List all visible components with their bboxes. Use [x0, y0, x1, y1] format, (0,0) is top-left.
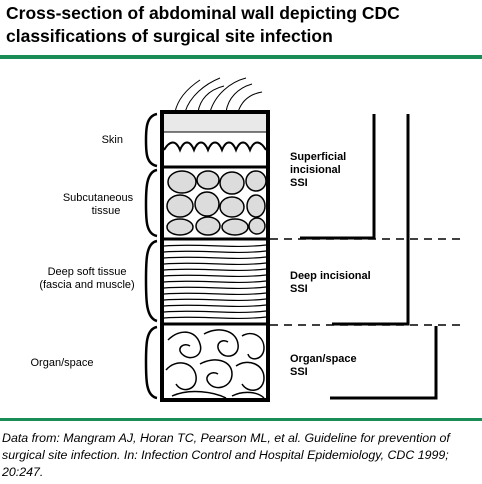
organ-bracket: [330, 326, 438, 400]
subcutaneous-label-line1: Subcutaneous: [63, 192, 134, 204]
subcutaneous-layer-illustration: [166, 170, 267, 236]
source-citation: Data from: Mangram AJ, Horan TC, Pearson…: [2, 431, 450, 479]
organ-space-label: Organ/space: [31, 357, 94, 369]
organ-ssi-label-line1: Organ/space: [290, 353, 357, 365]
deep-ssi-label-line1: Deep incisional: [290, 270, 371, 282]
abdominal-wall-diagram: Skin Subcutaneous tissue Deep soft tissu…: [31, 77, 462, 402]
superficial-ssi-label-line2: incisional: [290, 164, 341, 176]
deep-tissue-layer-illustration: [163, 244, 267, 320]
superficial-ssi-label-line1: Superficial: [290, 151, 346, 163]
figure-title: Cross-section of abdominal wall depictin…: [6, 3, 400, 46]
deep-ssi-label-line2: SSI: [290, 283, 308, 295]
bottom-divider: [0, 418, 482, 421]
dashed-guides: [270, 238, 462, 326]
deep-tissue-label-line2: (fascia and muscle): [39, 279, 134, 291]
deep-tissue-label-line1: Deep soft tissue: [48, 266, 127, 278]
superficial-bracket: [300, 114, 376, 240]
ssi-brackets: [300, 114, 438, 400]
hair-illustration: [174, 77, 263, 113]
organ-ssi-label-line2: SSI: [290, 366, 308, 378]
tissue-column: [160, 110, 270, 402]
skin-label: Skin: [102, 134, 123, 146]
superficial-ssi-label-line3: SSI: [290, 177, 308, 189]
deep-bracket: [332, 114, 410, 326]
organ-space-illustration: [165, 329, 265, 399]
top-divider: [0, 55, 482, 59]
skin-layer-illustration: [162, 114, 268, 169]
subcutaneous-label-line2: tissue: [92, 205, 121, 217]
layer-brackets: [144, 112, 158, 400]
